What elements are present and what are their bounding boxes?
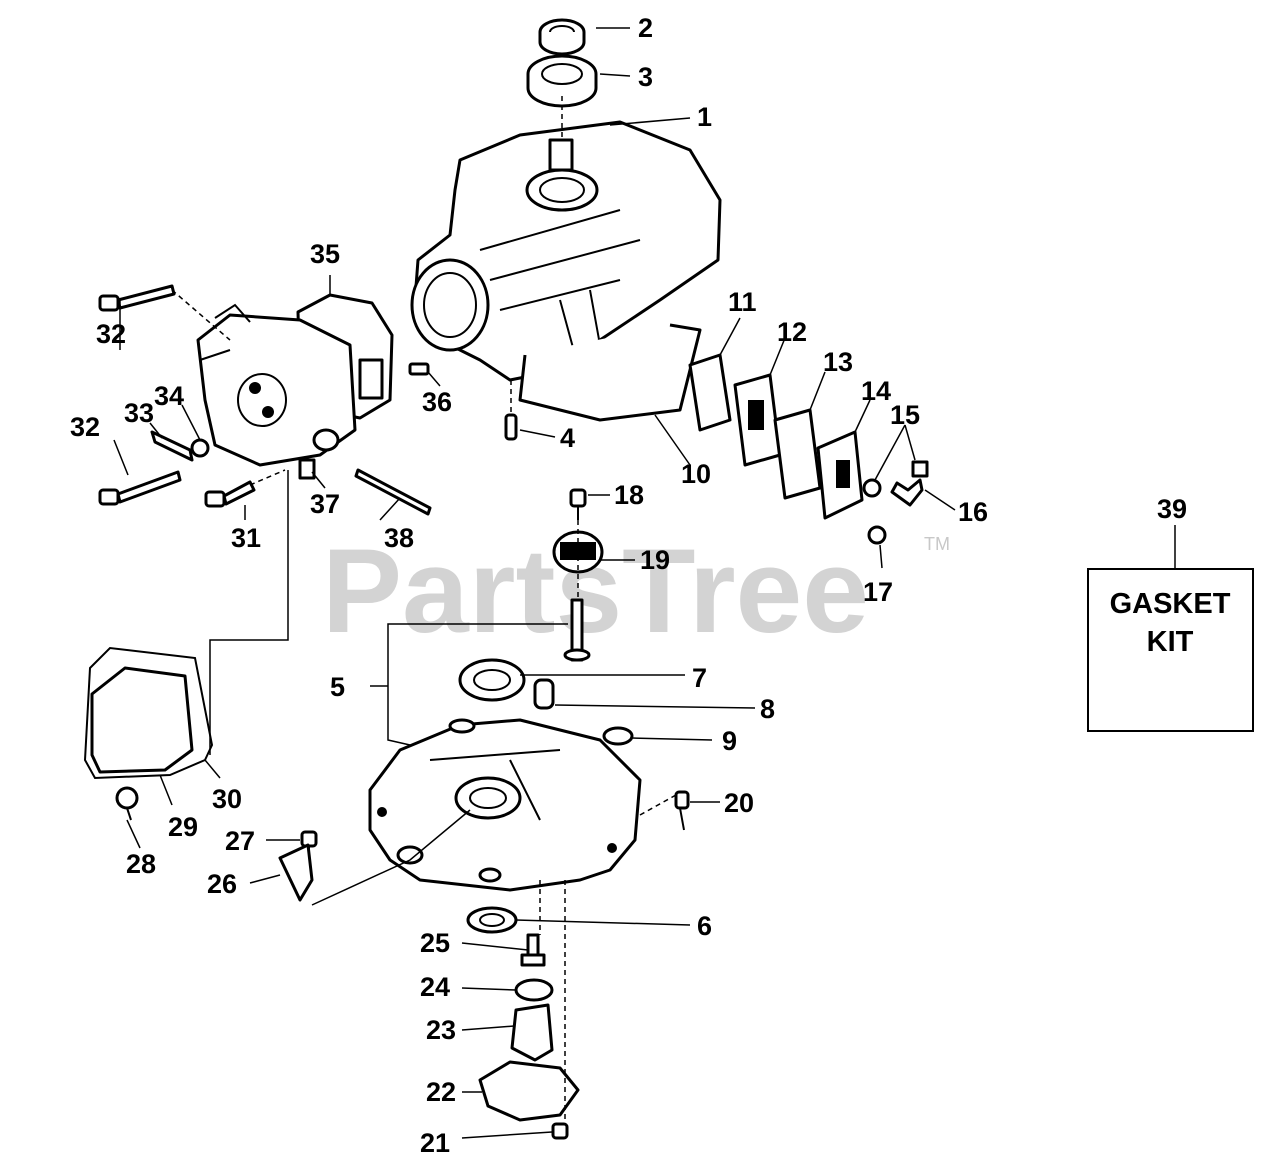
callout-32-upper: 32 [96,319,126,349]
callout-30: 30 [212,784,242,814]
callout-25: 25 [420,928,450,958]
part-38-push-rod[interactable] [354,468,432,516]
part-12-breather-valve[interactable] [733,373,782,467]
callout-4: 4 [560,423,575,453]
part-14-breather-cover[interactable] [816,430,864,520]
callout-10: 10 [681,459,711,489]
callout-38: 38 [384,523,414,553]
part-9-cap[interactable] [602,726,634,746]
part-25-pump-shaft[interactable] [520,933,546,967]
callout-16: 16 [958,497,988,527]
part-29-valve-cover[interactable] [90,666,194,774]
part-1-cylinder-block[interactable] [410,120,722,422]
callout-15: 15 [890,400,920,430]
part-4-dowel-pin[interactable] [504,413,518,441]
watermark-trademark: TM [924,534,950,554]
callout-32-lower: 32 [70,412,100,442]
part-37-fitting[interactable] [298,458,316,480]
part-22-pump-cover[interactable] [478,1060,580,1122]
part-7-bearing[interactable] [458,658,526,702]
callout-22: 22 [426,1077,456,1107]
callout-29: 29 [168,812,198,842]
callout-17: 17 [863,577,893,607]
crankcase-cover[interactable] [368,718,642,892]
part-21-screw[interactable] [551,1122,569,1140]
part-13-gasket[interactable] [773,408,822,500]
part-33-washer[interactable] [150,430,194,462]
callout-20: 20 [724,788,754,818]
assembly-lines [171,96,677,1124]
part-23-pump-body[interactable] [510,1003,554,1062]
part-32-head-bolt-lower[interactable] [98,470,182,506]
callout-14: 14 [861,376,891,406]
callout-36: 36 [422,387,452,417]
part-2-oil-seal[interactable] [538,18,586,56]
callout-26: 26 [207,869,237,899]
callout-21: 21 [420,1128,450,1158]
part-17-screw[interactable] [867,525,887,545]
part-24-pump-rotor[interactable] [514,978,554,1002]
part-11-gasket[interactable] [688,353,732,432]
part-6-oil-seal[interactable] [466,906,518,934]
part-28-cover-screw[interactable] [115,786,139,821]
part-26-bracket[interactable] [278,843,314,902]
callout-34: 34 [154,381,184,411]
gasket-kit-line2: KIT [1147,626,1194,658]
callout-1: 1 [697,102,712,132]
part-16-elbow[interactable] [890,478,924,507]
callout-8: 8 [760,694,775,724]
part-32-head-bolt-upper[interactable] [98,284,176,312]
callout-18: 18 [614,480,644,510]
callout-27: 27 [225,826,255,856]
callout-24: 24 [420,972,450,1002]
gasket-kit-box[interactable]: GASKET KIT [1087,568,1254,732]
callout-2: 2 [638,13,653,43]
gasket-kit-line1: GASKET [1110,588,1231,620]
callout-labels: 1 2 3 4 5 6 7 8 9 10 11 12 13 14 15 16 1… [70,13,1187,1158]
part-5-governor-shaft[interactable] [563,598,591,662]
leader-lines [113,27,1176,1139]
part-20-bolt[interactable] [674,790,690,831]
callout-33: 33 [124,398,154,428]
callout-13: 13 [823,347,853,377]
callout-39: 39 [1157,494,1187,524]
callout-6: 6 [697,911,712,941]
callout-35: 35 [310,239,340,269]
part-15-grommet-fitting[interactable] [862,460,929,498]
callout-28: 28 [126,849,156,879]
cylinder-head[interactable] [196,303,357,467]
part-36-breather[interactable] [408,362,430,376]
callout-12: 12 [777,317,807,347]
part-34-rocker-stud[interactable] [190,438,210,458]
part-18-screw[interactable] [569,488,587,520]
callout-3: 3 [638,62,653,92]
callout-37: 37 [310,489,340,519]
callout-7: 7 [692,663,707,693]
callout-23: 23 [426,1015,456,1045]
part-8-plug[interactable] [533,678,555,710]
callout-31: 31 [231,523,261,553]
callout-11: 11 [728,287,757,317]
part-31-bolt[interactable] [204,480,256,508]
callout-5: 5 [330,672,345,702]
callout-19: 19 [640,545,670,575]
callout-9: 9 [722,726,737,756]
